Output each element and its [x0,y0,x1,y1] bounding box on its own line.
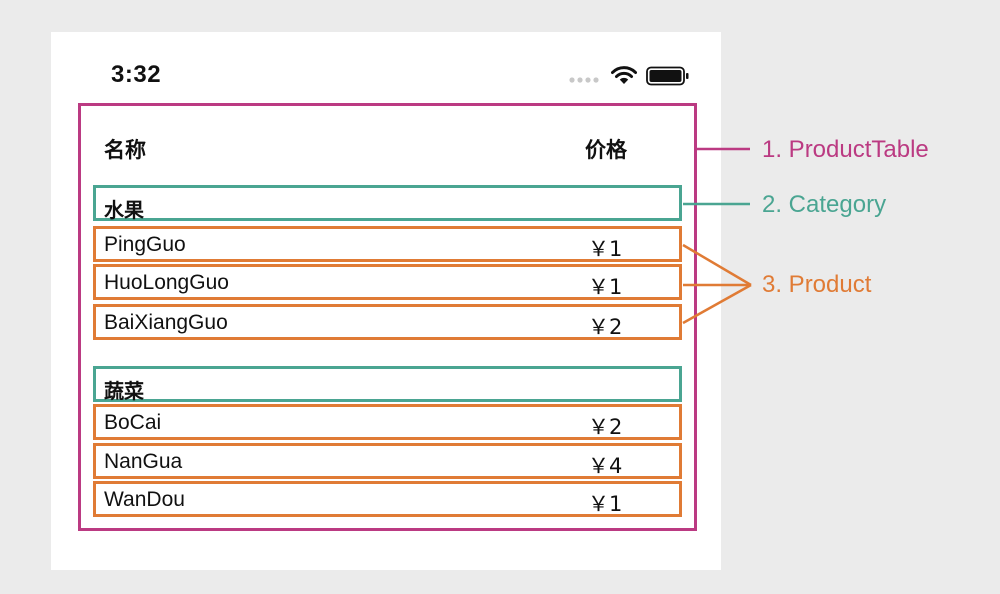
product-name: PingGuo [104,233,186,256]
product-price: ￥1 [588,492,623,516]
column-header-name: 名称 [104,138,146,162]
product-price: ￥2 [588,315,623,339]
product-name: NanGua [104,450,183,473]
product-name: BaiXiangGuo [104,311,228,334]
product-row: WanDou ￥1 [93,481,682,517]
product-price: ￥2 [588,415,623,439]
product-name: BoCai [104,411,162,434]
status-icons [569,63,689,89]
connector-product-3 [682,283,752,325]
battery-icon [646,66,689,86]
phone-screen: 3:32 名称 价格 水果 PingGuo ￥1 HuoLongGuo ￥ [51,32,721,570]
column-header-price: 价格 [585,138,627,162]
category-label: 蔬菜 [104,379,144,403]
wifi-icon [611,66,637,84]
product-name: WanDou [104,488,185,511]
category-row-fruit: 水果 [93,185,682,222]
product-row: PingGuo ￥1 [93,226,682,262]
product-price: ￥4 [588,454,623,478]
category-label: 水果 [104,198,144,222]
callout-category: 2. Category [762,191,887,218]
product-row: BoCai ￥2 [93,404,682,440]
product-price: ￥1 [588,275,623,299]
category-row-vegetable: 蔬菜 [93,366,682,403]
connector-product-1 [682,243,752,287]
callout-product: 3. Product [762,271,872,298]
product-price: ￥1 [588,237,623,261]
product-row: BaiXiangGuo ￥2 [93,304,682,340]
signal-dots-icon [569,77,599,83]
product-name: HuoLongGuo [104,271,229,294]
callout-product-table: 1. ProductTable [762,136,929,163]
product-row: HuoLongGuo ￥1 [93,264,682,300]
status-time: 3:32 [111,61,162,88]
product-row: NanGua ￥4 [93,443,682,479]
